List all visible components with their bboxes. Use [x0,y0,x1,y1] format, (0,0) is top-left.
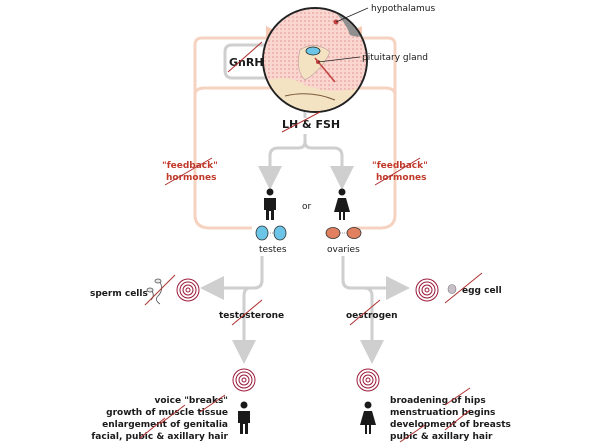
split-arrows [268,134,344,178]
pituitary-icon [305,46,321,56]
feedback-right-label-2: hormones [376,173,426,183]
male-figure-icon [264,188,276,220]
male-adult-figure-icon [238,401,250,434]
ovary-left-icon [325,227,341,239]
female-feature-3: development of breasts [390,420,511,430]
female-target-icon [415,278,439,302]
testosterone-label: testosterone [219,311,284,321]
female-features-list: broadening of hips menstruation begins d… [390,396,511,442]
male-feature-3: enlargement of genitalia [102,420,228,430]
ovary-right-icon [346,227,362,239]
gnrh-strike [227,41,263,73]
male-features-list: voice "breaks" growth of muscle tissue e… [91,396,228,442]
male-feature-1: voice "breaks" [155,396,229,406]
female-figure-icon [334,188,350,220]
or-label: or [302,202,312,212]
feedback-loop-outer [193,36,397,230]
male-body-target-icon [232,368,256,392]
female-adult-figure-icon [360,401,376,434]
pituitary-label: pituitary gland [362,53,428,63]
feedback-left-label-1: "feedback" [162,161,218,171]
ovaries-label: ovaries [327,245,360,255]
oestrogen-label: oestrogen [346,311,398,321]
gnrh-label: GnRH [229,56,264,69]
testes-label: testes [259,245,287,255]
hypothalamus-label: hypothalamus [371,4,435,14]
lh-fsh-strike [281,111,321,133]
brain-illustration [262,7,369,113]
female-body-target-icon [356,368,380,392]
egg-cell-label: egg cell [462,286,502,296]
testis-right-icon [273,225,287,241]
gonad-branches [215,256,395,350]
male-feature-4: facial, pubic & axillary hair [91,432,228,442]
testis-left-icon [255,225,269,241]
male-target-icon [176,278,200,302]
male-feature-2: growth of muscle tissue [106,408,228,418]
female-feature-1: broadening of hips [390,396,486,406]
sperm-cells-label: sperm cells [90,289,148,299]
sperm-cell-icon [146,278,162,305]
female-feature-2: menstruation begins [390,408,495,418]
female-feature-4: pubic & axillary hair [390,432,493,442]
lh-fsh-label: LH & FSH [282,118,340,131]
egg-cell-icon [447,284,457,294]
feedback-left-label-2: hormones [166,173,216,183]
gnrh-loop [223,43,278,80]
feedback-right-label-1: "feedback" [372,161,428,171]
